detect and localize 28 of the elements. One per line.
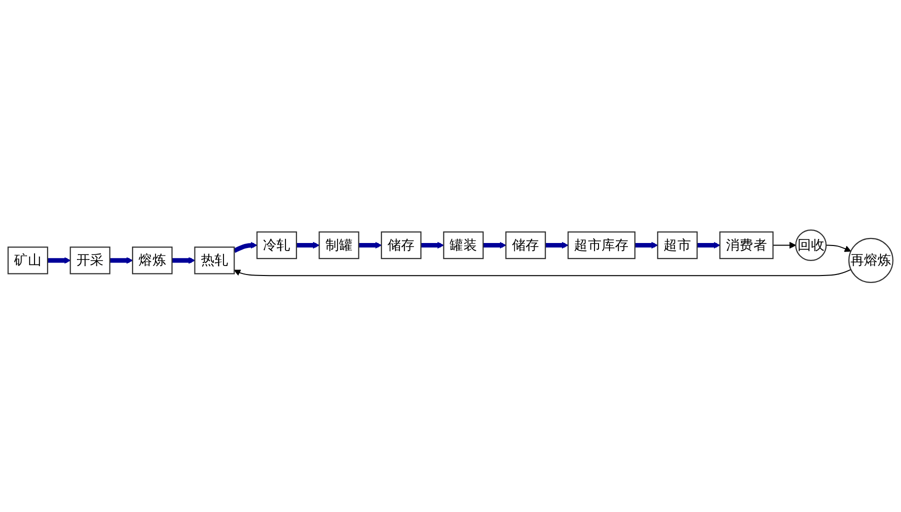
arrow — [296, 242, 320, 248]
node-circle: 再熔炼 — [848, 238, 894, 283]
arrow — [109, 256, 133, 264]
node-box: 开采 — [70, 246, 110, 274]
node-box: 熔炼 — [132, 246, 173, 274]
node-box: 超市库存 — [568, 231, 636, 259]
node-box: 储存 — [505, 231, 546, 259]
arrow — [544, 242, 568, 248]
node-box: 冷轧 — [256, 231, 298, 259]
arrow — [358, 242, 382, 248]
arrow — [482, 242, 506, 248]
arrow — [47, 256, 71, 264]
arrow — [634, 242, 658, 248]
node-box: 热轧 — [194, 246, 235, 274]
node-box: 罐装 — [443, 231, 484, 259]
arrow — [233, 242, 258, 253]
arrow — [826, 244, 852, 252]
arrow — [772, 242, 796, 248]
arrow — [696, 242, 720, 248]
node-box: 制罐 — [318, 231, 360, 259]
node-circle: 回收 — [795, 229, 827, 261]
arrow — [172, 256, 196, 264]
node-box: 超市 — [657, 231, 698, 259]
arrow — [420, 242, 444, 248]
node-box: 消费者 — [719, 231, 774, 259]
node-box: 矿山 — [8, 246, 48, 274]
node-box: 储存 — [380, 231, 422, 259]
arrow — [234, 268, 852, 276]
